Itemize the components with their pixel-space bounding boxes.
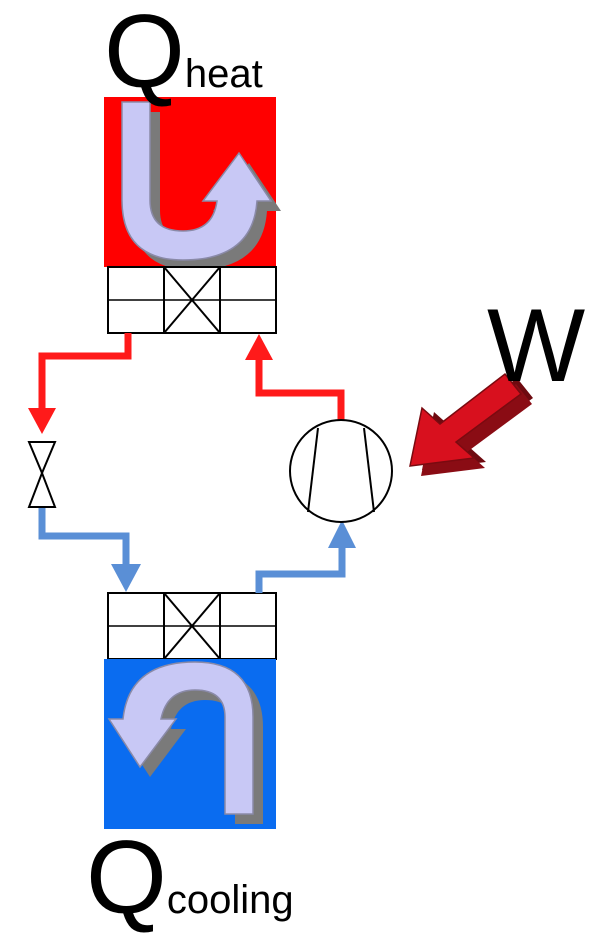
evaporator [107,592,277,660]
cooling-q-symbol: Q [86,820,167,936]
heat-q-symbol: Q [104,0,185,110]
cold-line-arrow-down [111,564,141,592]
hot-line-arrow-up [245,334,273,360]
cooling-subscript: cooling [166,878,294,922]
cooling-label: Qcooling [86,826,294,930]
heat-flow-arrow [121,101,281,270]
hot-lines [38,333,345,420]
cold-line-arrow-up [328,520,356,548]
cold-lines [38,507,346,593]
cooling-flow-arrow [107,661,263,824]
hot-line-arrow-down [28,408,56,434]
compressor [289,419,393,523]
work-label: W [487,288,586,404]
heat-label: Qheat [104,0,263,104]
expansion-valve [27,441,57,508]
heat-subscript: heat [184,52,263,96]
work-arrow [409,372,533,476]
condenser [107,266,277,334]
